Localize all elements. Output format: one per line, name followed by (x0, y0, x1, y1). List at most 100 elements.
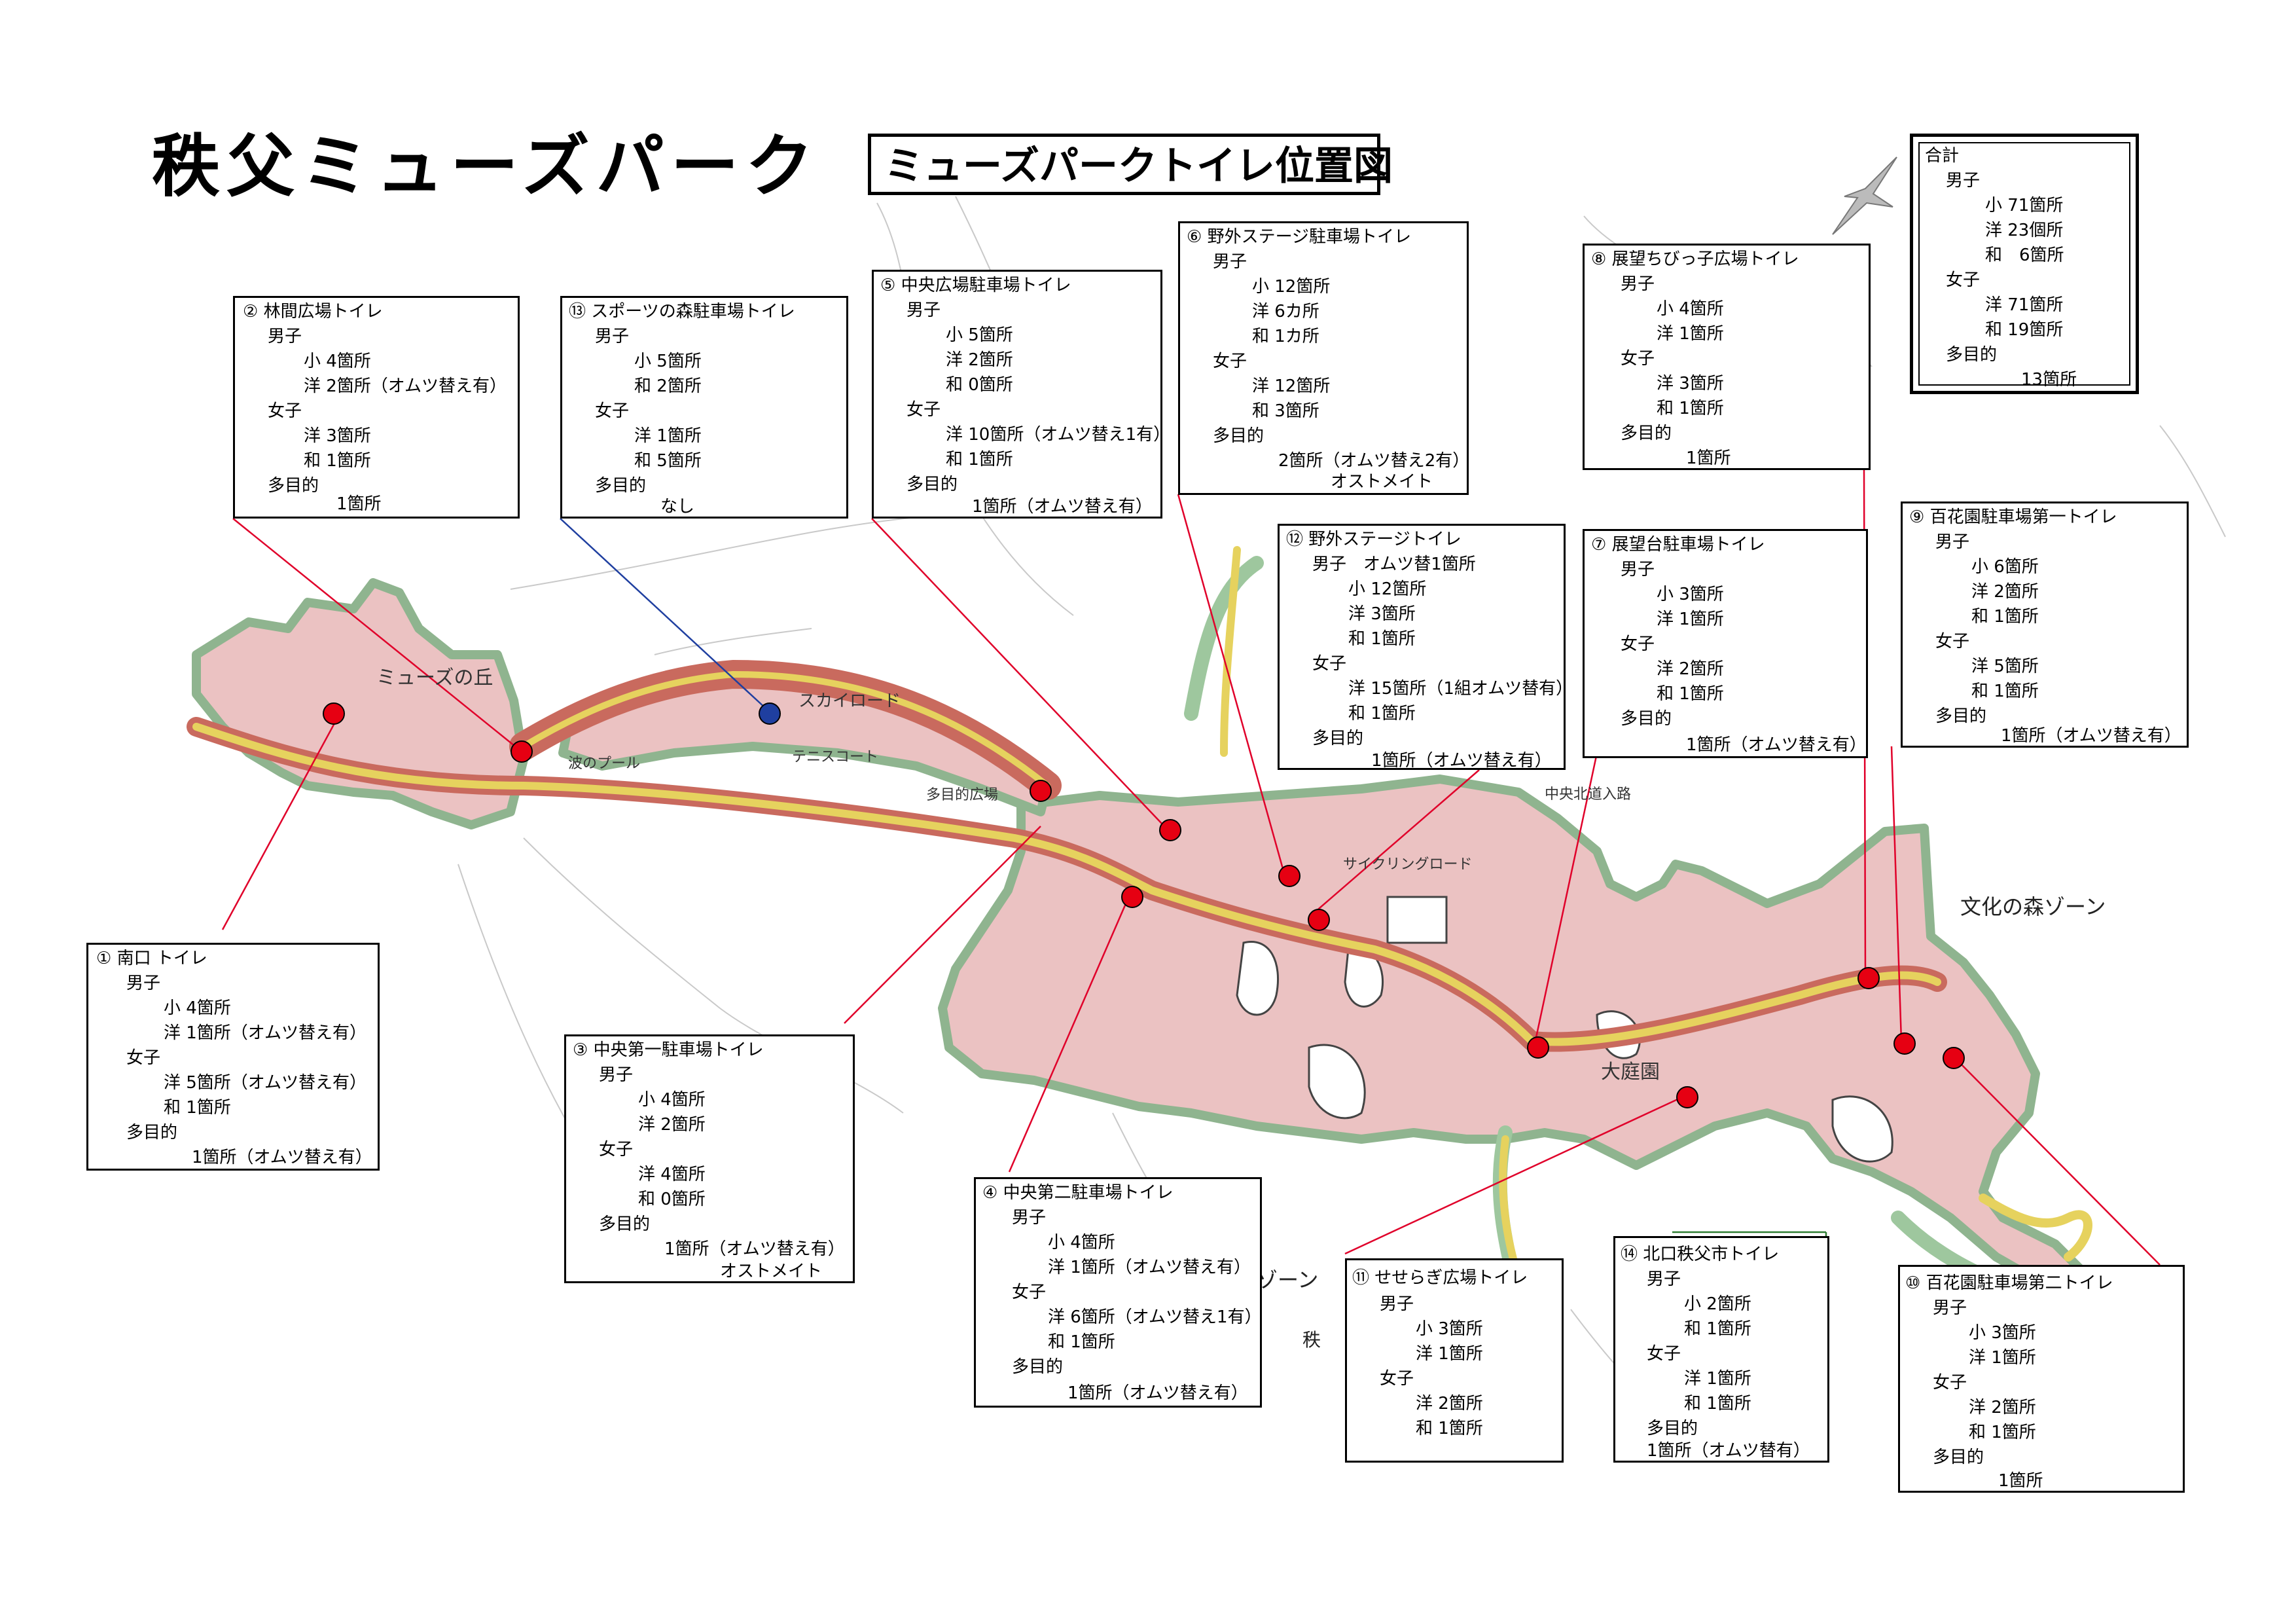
map-label-cycling: サイクリングロード (1343, 856, 1473, 873)
leader-line-2 (232, 518, 522, 752)
toilet-marker-9 (1893, 1032, 1916, 1055)
toilet-box-line: 1箇所 (1686, 448, 1731, 468)
toilet-marker-3 (1030, 780, 1052, 802)
toilet-box-line: 和 1箇所 (1971, 607, 2039, 627)
map-label-muse-hill: ミューズの丘 (376, 666, 493, 689)
compass-icon (1832, 156, 1897, 235)
toilet-box-line: 男子 (906, 301, 941, 320)
toilet-box-title: ⑪ せせらぎ広場トイレ (1352, 1268, 1528, 1288)
toilet-box-line: 和 5箇所 (634, 451, 702, 471)
toilet-box-line: 和 1箇所 (1971, 682, 2039, 701)
toilet-box-line: 和 1箇所 (1969, 1423, 2036, 1442)
toilet-box-line: なし (660, 497, 695, 517)
toilet-box-line: 女子 (1213, 352, 1247, 371)
toilet-box-line: 洋 2箇所 (1971, 582, 2039, 602)
leader-line-5 (871, 518, 1164, 826)
total-line: 洋 23個所 (1985, 221, 2064, 240)
toilet-box-line: 洋 5箇所 (1971, 657, 2039, 676)
toilet-box-line: 1箇所（オムツ替え有） (1371, 751, 1552, 771)
toilet-box-11: ⑪ せせらぎ広場トイレ 男子 小 3箇所 洋 1箇所 女子 洋 2箇所 和 1箇… (1345, 1258, 1564, 1463)
leader-line-10 (1952, 1055, 2161, 1266)
toilet-box-line: 洋 3箇所 (1657, 374, 1724, 393)
toilet-box-line: 洋 2箇所（オムツ替え有） (304, 376, 507, 396)
toilet-box-line: 洋 3箇所 (304, 426, 371, 446)
toilet-box-line: 洋 1箇所（オムツ替え有） (1048, 1258, 1251, 1277)
toilet-box-line: 男子 (126, 974, 161, 993)
toilet-box-line: 多目的 (1647, 1419, 1698, 1438)
toilet-box-line: 1箇所（オムツ替え有） (2001, 726, 2181, 746)
toilet-box-line: 和 1カ所 (1252, 327, 1319, 346)
toilet-box-line: 洋 1箇所 (1416, 1344, 1483, 1364)
total-line: 和 6箇所 (1985, 246, 2064, 265)
toilet-box-line: 多目的 (126, 1123, 178, 1142)
toilet-box-14: ⑭ 北口秩父市トイレ 男子 小 2箇所 和 1箇所 女子 洋 1箇所 和 1箇所… (1613, 1236, 1829, 1463)
toilet-box-line: 小 4箇所 (164, 998, 231, 1018)
toilet-box-line: 洋 5箇所（オムツ替え有） (164, 1073, 367, 1093)
toilet-marker-8 (1857, 967, 1880, 989)
toilet-marker-4 (1121, 886, 1143, 908)
toilet-box-line: 和 1箇所 (1657, 684, 1724, 704)
toilet-markers (323, 702, 1965, 1108)
toilet-box-line: 男子 (1621, 274, 1655, 294)
toilet-box-line: 和 2箇所 (634, 376, 702, 396)
toilet-box-line: 1箇所（オムツ替有） (1647, 1441, 1810, 1461)
leader-line-1 (221, 714, 340, 930)
map-label-wave-pool: 波のプール (568, 756, 641, 772)
toilet-marker-6 (1278, 865, 1300, 887)
toilet-box-line: 洋 12箇所 (1252, 376, 1331, 396)
map-label-multipurpose: 多目的広場 (926, 787, 999, 803)
toilet-box-line: 洋 4箇所 (638, 1165, 706, 1184)
toilet-box-line: 小 4箇所 (304, 352, 371, 371)
leader-line-7 (1534, 752, 1598, 1044)
toilet-box-line: 洋 6カ所 (1252, 302, 1319, 321)
toilet-box-line: 洋 1箇所 (1657, 324, 1724, 344)
toilet-box-line: 女子 (126, 1048, 161, 1068)
toilet-box-line: 1箇所（オムツ替え有） (192, 1148, 372, 1167)
toilet-marker-2 (511, 740, 533, 763)
map-label-tennis: テニスコート (792, 749, 879, 765)
map-label-skyroad: スカイロード (798, 691, 901, 711)
toilet-box-line: 和 1箇所 (1684, 1319, 1751, 1339)
total-summary-inner: 合計 男子 小 71箇所 洋 23個所 和 6箇所 女子 洋 71箇所 和 19… (1918, 142, 2130, 388)
toilet-marker-10 (1943, 1047, 1965, 1069)
toilet-box-line: 1箇所（オムツ替え有） (664, 1239, 845, 1259)
toilet-box-line: 多目的 (1213, 426, 1265, 446)
main-route (187, 546, 2092, 1300)
toilet-box-line: 女子 (1380, 1369, 1414, 1389)
toilet-box-title: ⑧ 展望ちびっ子広場トイレ (1591, 249, 1799, 269)
toilet-box-title: ⑬ スポーツの森駐車場トイレ (569, 302, 795, 321)
toilet-box-line: 洋 2箇所 (1657, 659, 1724, 679)
toilet-box-title: ⑫ 野外ステージトイレ (1286, 530, 1462, 549)
toilet-box-line: 男子 (1933, 1298, 1967, 1318)
toilet-box-line: 小 5箇所 (634, 352, 702, 371)
toilet-box-line: 和 0箇所 (638, 1190, 706, 1209)
leader-line-12 (1314, 769, 1480, 913)
toilet-box-title: ⑭ 北口秩父市トイレ (1621, 1245, 1780, 1264)
toilet-box-8: ⑧ 展望ちびっ子広場トイレ 男子 小 4箇所 洋 1箇所 女子 洋 3箇所 和 … (1583, 244, 1871, 470)
total-header: 合計 (1925, 146, 1960, 166)
toilet-box-7: ⑦ 展望台駐車場トイレ 男子 小 3箇所 洋 1箇所 女子 洋 2箇所 和 1箇… (1583, 529, 1868, 758)
toilet-box-line: 和 1箇所 (1348, 704, 1416, 723)
toilet-box-line: 洋 2箇所 (638, 1115, 706, 1135)
toilet-box-line: オストメイト (720, 1262, 823, 1281)
toilet-box-line: 小 4箇所 (638, 1090, 706, 1110)
toilet-box-9: ⑨ 百花園駐車場第一トイレ 男子 小 6箇所 洋 2箇所 和 1箇所 女子 洋 … (1901, 501, 2189, 748)
toilet-box-line: 多目的 (599, 1214, 651, 1234)
toilet-box-line: 1箇所（オムツ替え有） (1067, 1383, 1248, 1403)
toilet-box-line: 2箇所（オムツ替え2有） (1278, 451, 1470, 471)
toilet-box-line: 男子 (268, 327, 302, 346)
toilet-marker-1 (323, 702, 345, 725)
toilet-box-line: 多目的 (595, 476, 647, 496)
total-line: 多目的 (1946, 345, 1998, 365)
leader-line-13 (560, 518, 766, 709)
toilet-box-line: 和 1箇所 (946, 450, 1013, 469)
toilet-box-line: 男子 (595, 327, 630, 346)
toilet-box-3: ③ 中央第一駐車場トイレ 男子 小 4箇所 洋 2箇所 女子 洋 4箇所 和 0… (564, 1034, 855, 1283)
toilet-marker-12 (1308, 909, 1330, 931)
total-summary-box: 合計 男子 小 71箇所 洋 23個所 和 6箇所 女子 洋 71箇所 和 19… (1910, 134, 2139, 394)
toilet-box-line: 小 12箇所 (1348, 579, 1427, 599)
toilet-marker-7 (1527, 1036, 1549, 1059)
toilet-box-line: 1箇所（オムツ替え有） (972, 497, 1153, 517)
toilet-box-line: 洋 3箇所 (1348, 604, 1416, 624)
toilet-box-line: 小 4箇所 (1048, 1233, 1115, 1252)
